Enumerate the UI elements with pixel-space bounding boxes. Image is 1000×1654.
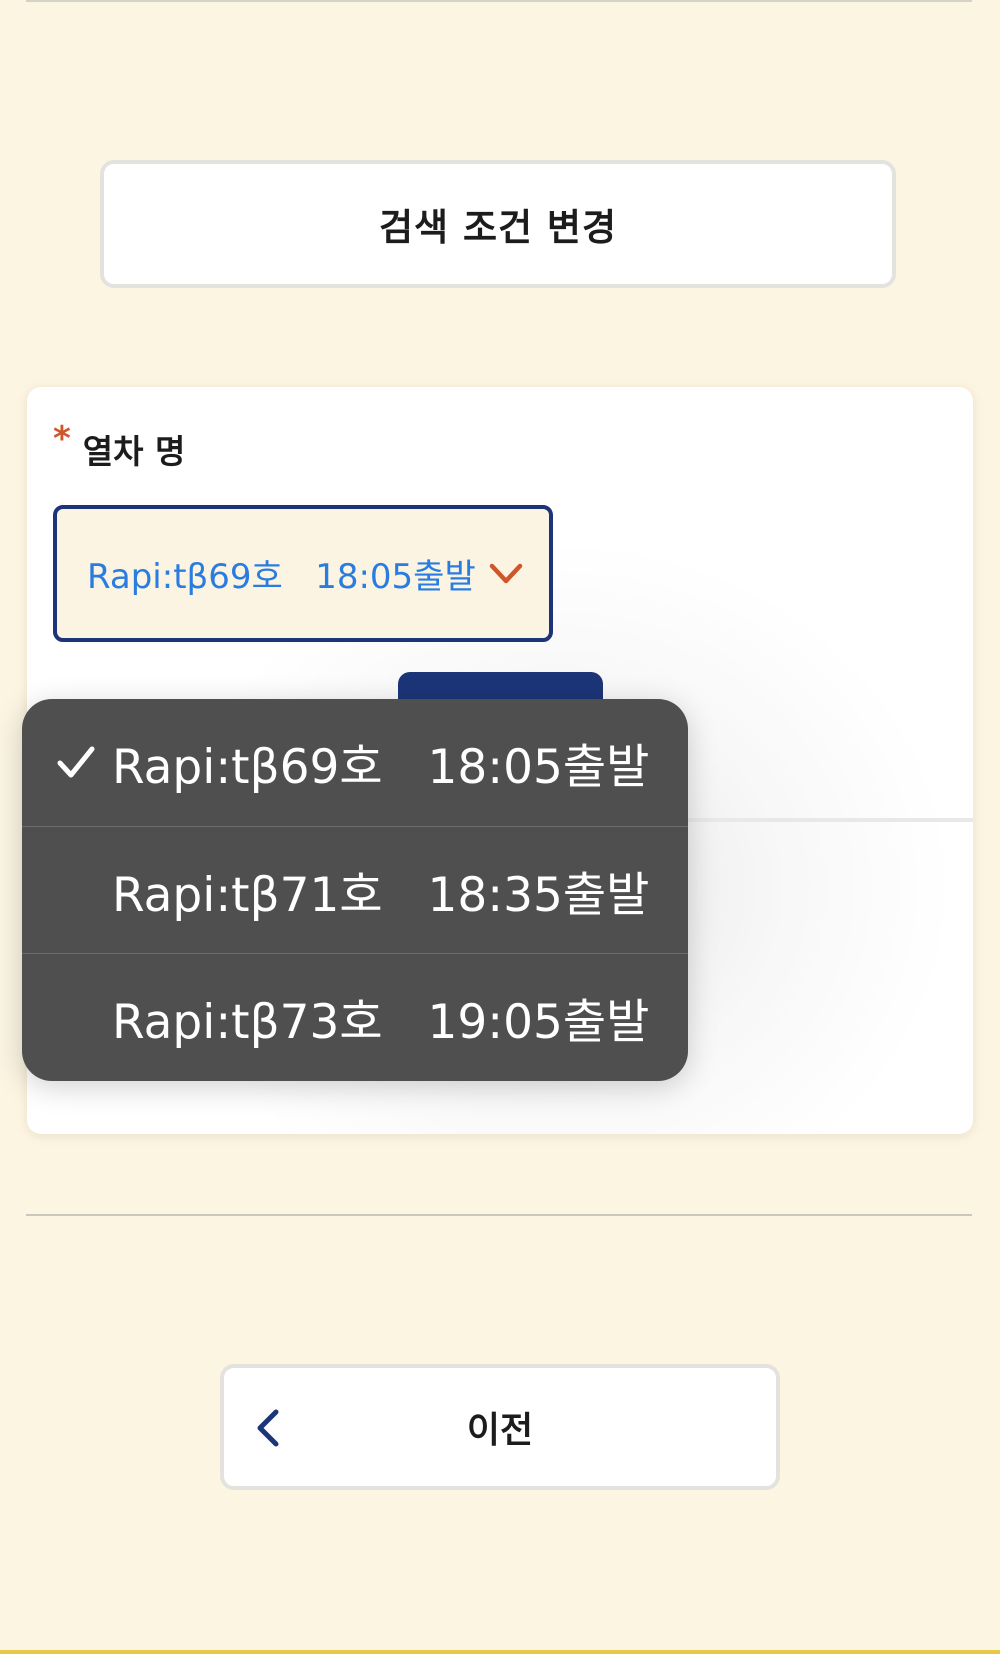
dropdown-option-label: Rapi:tβ71호 18:35출발 [112, 867, 650, 923]
dropdown-option[interactable]: Rapi:tβ73호 19:05출발 [22, 953, 688, 1080]
train-select-value: Rapi:tβ69호 18:05출발 [87, 557, 476, 597]
dropdown-option-label: Rapi:tβ69호 18:05출발 [112, 740, 650, 795]
prev-button-label: 이전 [466, 1410, 534, 1451]
train-select[interactable]: Rapi:tβ69호 18:05출발 [53, 505, 553, 642]
check-icon [57, 746, 95, 778]
dropdown-option[interactable]: Rapi:tβ69호 18:05출발 [22, 699, 688, 826]
search-change-label: 검색 조건 변경 [378, 206, 617, 249]
top-divider [26, 0, 972, 2]
bottom-divider [26, 1214, 972, 1216]
search-change-button[interactable]: 검색 조건 변경 [100, 160, 896, 288]
dropdown-option-label: Rapi:tβ73호 19:05출발 [112, 994, 650, 1050]
chevron-left-icon [257, 1409, 279, 1447]
chevron-down-icon [489, 563, 523, 584]
train-dropdown-menu: Rapi:tβ69호 18:05출발 Rapi:tβ71호 18:35출발 Ra… [22, 699, 688, 1081]
prev-button[interactable]: 이전 [220, 1364, 780, 1490]
dropdown-option[interactable]: Rapi:tβ71호 18:35출발 [22, 826, 688, 953]
required-mark: * [53, 419, 71, 459]
bottom-accent-bar [0, 1650, 1000, 1654]
train-field-label-text: 열차 명 [82, 432, 186, 471]
train-field-label: * 열차 명 [53, 419, 186, 473]
